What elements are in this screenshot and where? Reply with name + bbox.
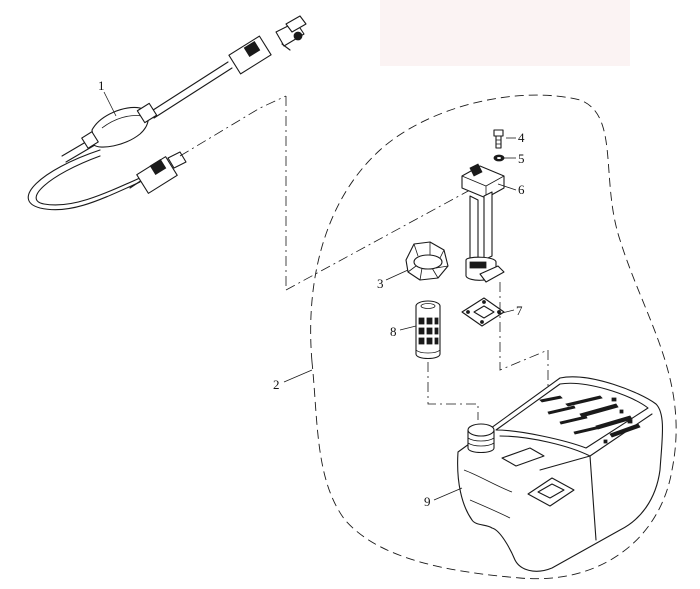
callout-9: 9 bbox=[424, 494, 431, 509]
fuel-gauge-pickup bbox=[461, 163, 505, 283]
tank-connector bbox=[129, 151, 187, 194]
callout-6: 6 bbox=[518, 182, 525, 197]
callout-4: 4 bbox=[518, 130, 525, 145]
fuel-strainer bbox=[415, 300, 441, 360]
callout-8: 8 bbox=[390, 324, 397, 339]
screw bbox=[493, 129, 504, 149]
callout-7: 7 bbox=[516, 303, 523, 318]
tank-cap bbox=[405, 241, 449, 281]
callout-1: 1 bbox=[98, 78, 105, 93]
gasket bbox=[461, 297, 505, 327]
callout-5: 5 bbox=[518, 151, 525, 166]
engine-connector bbox=[228, 15, 307, 75]
fuel-line-assembly bbox=[27, 15, 471, 291]
callout-3: 3 bbox=[377, 276, 384, 291]
leader-lines bbox=[103, 91, 517, 501]
fuel-tank bbox=[457, 376, 663, 572]
callout-2: 2 bbox=[273, 377, 280, 392]
strainer-guide-line bbox=[427, 362, 479, 420]
blank-patch bbox=[380, 0, 630, 66]
tank-assembly-outline bbox=[310, 94, 677, 580]
primer-bulb bbox=[81, 102, 158, 149]
